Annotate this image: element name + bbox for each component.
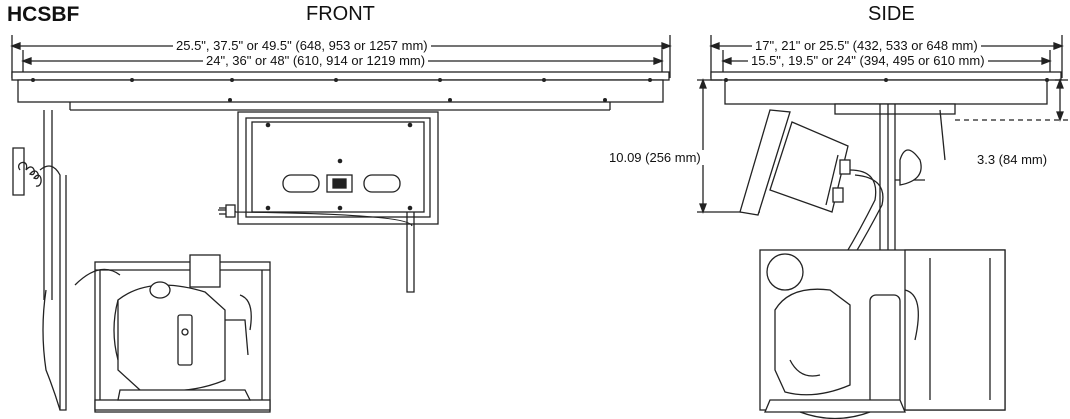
side-overall-dimension: 17", 21" or 25.5" (432, 533 or 648 mm) bbox=[752, 38, 981, 53]
side-view-drawing bbox=[697, 35, 1068, 419]
side-cutout-dimension: 15.5", 19.5" or 24" (394, 495 or 610 mm) bbox=[748, 53, 988, 68]
height-dimension: 10.09 (256 mm) bbox=[606, 150, 704, 165]
front-cutout-dimension: 24", 36" or 48" (610, 914 or 1219 mm) bbox=[203, 53, 429, 68]
front-view-title: FRONT bbox=[306, 3, 375, 25]
front-view-drawing bbox=[10, 35, 672, 413]
front-overall-dimension: 25.5", 37.5" or 49.5" (648, 953 or 1257 … bbox=[173, 38, 431, 53]
side-view-title: SIDE bbox=[868, 3, 915, 25]
model-name: HCSBF bbox=[7, 3, 80, 26]
depth-dimension: 3.3 (84 mm) bbox=[974, 152, 1051, 167]
